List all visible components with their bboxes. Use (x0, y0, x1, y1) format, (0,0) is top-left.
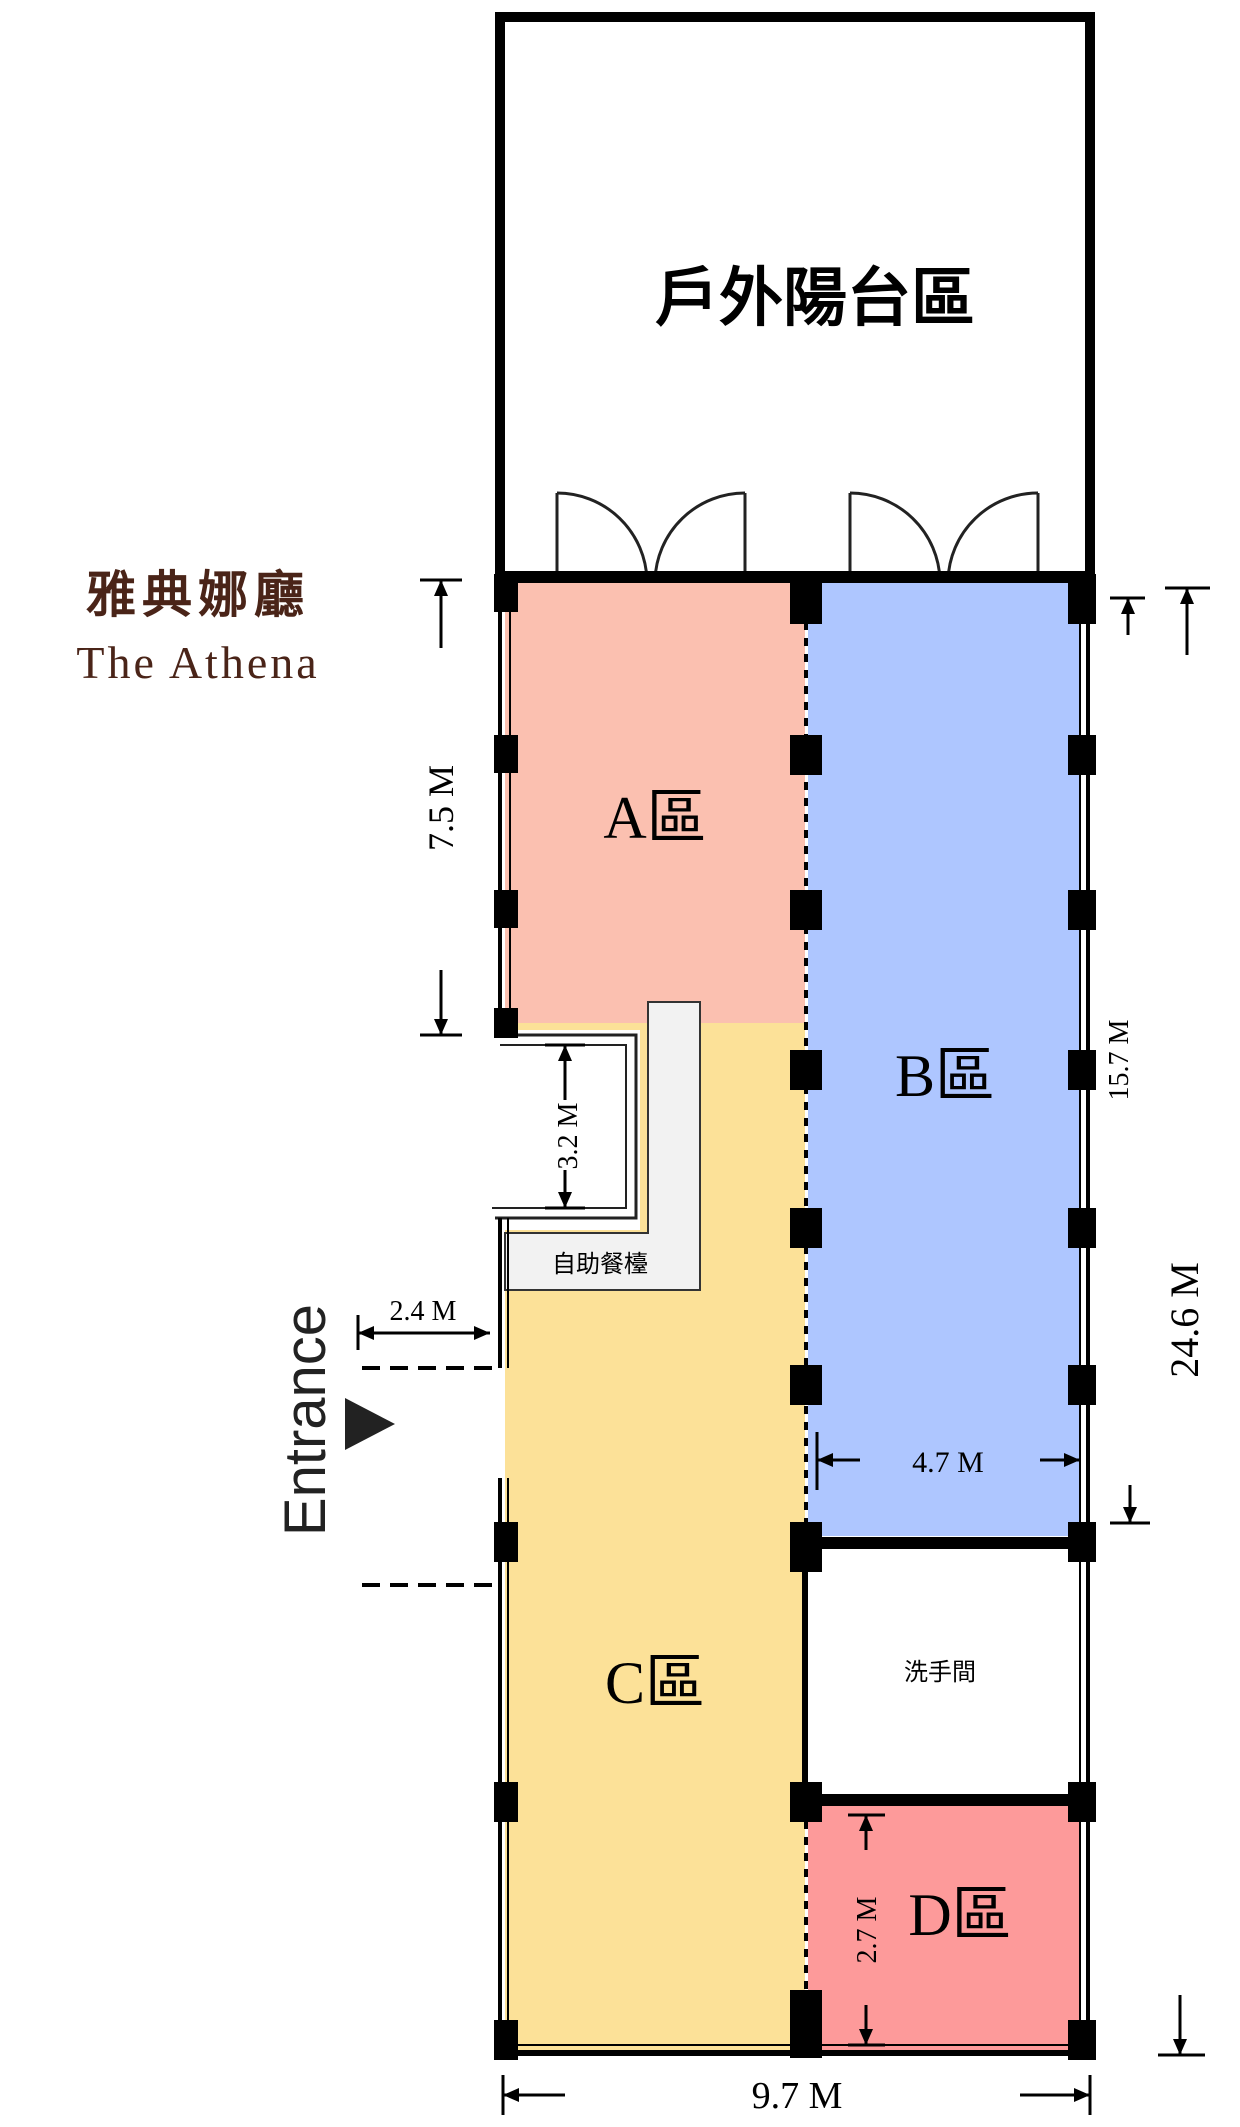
dimension-a-length: 7.5 M (421, 765, 461, 851)
recess-wall (495, 1033, 638, 1220)
columns (494, 574, 1096, 2060)
buffet-counter (504, 1001, 701, 1291)
zone-a-label: A區 (603, 785, 706, 851)
entrance-arrow-icon (345, 1398, 395, 1450)
dimension-b-length: 15.7 M (1104, 1019, 1135, 1100)
zone-d-label: D區 (908, 1882, 1011, 1948)
zone-b-label: B區 (895, 1043, 995, 1109)
dimension-b-width: 4.7 M (912, 1446, 984, 1479)
terrace-area (495, 12, 1095, 582)
dimension-d-length: 2.7 M (852, 1896, 883, 1963)
zone-a-area (505, 578, 805, 1023)
zone-c-label: C區 (605, 1650, 705, 1716)
venue-name-zh: 雅典娜廳 (86, 565, 310, 624)
dimension-total-width: 9.7 M (752, 2075, 843, 2117)
dimension-total-length: 24.6 M (1162, 1262, 1207, 1378)
terrace-doors (555, 491, 1040, 581)
dimension-entrance-width: 2.4 M (390, 1296, 457, 1327)
recess-area (500, 1030, 640, 1230)
restroom-label: 洗手間 (904, 1658, 976, 1686)
restroom-area (808, 1546, 1080, 1798)
venue-name-en: The Athena (76, 637, 319, 688)
entrance-label: Entrance (273, 1304, 338, 1536)
zone-b-area (808, 578, 1080, 1536)
dimension-buffet-depth: 3.2 M (553, 1102, 584, 1169)
terrace-label: 戶外陽台區 (655, 262, 975, 336)
buffet-label: 自助餐檯 (552, 1250, 648, 1278)
zone-d-area (808, 1802, 1080, 2052)
dimension-lines (356, 578, 1210, 2115)
